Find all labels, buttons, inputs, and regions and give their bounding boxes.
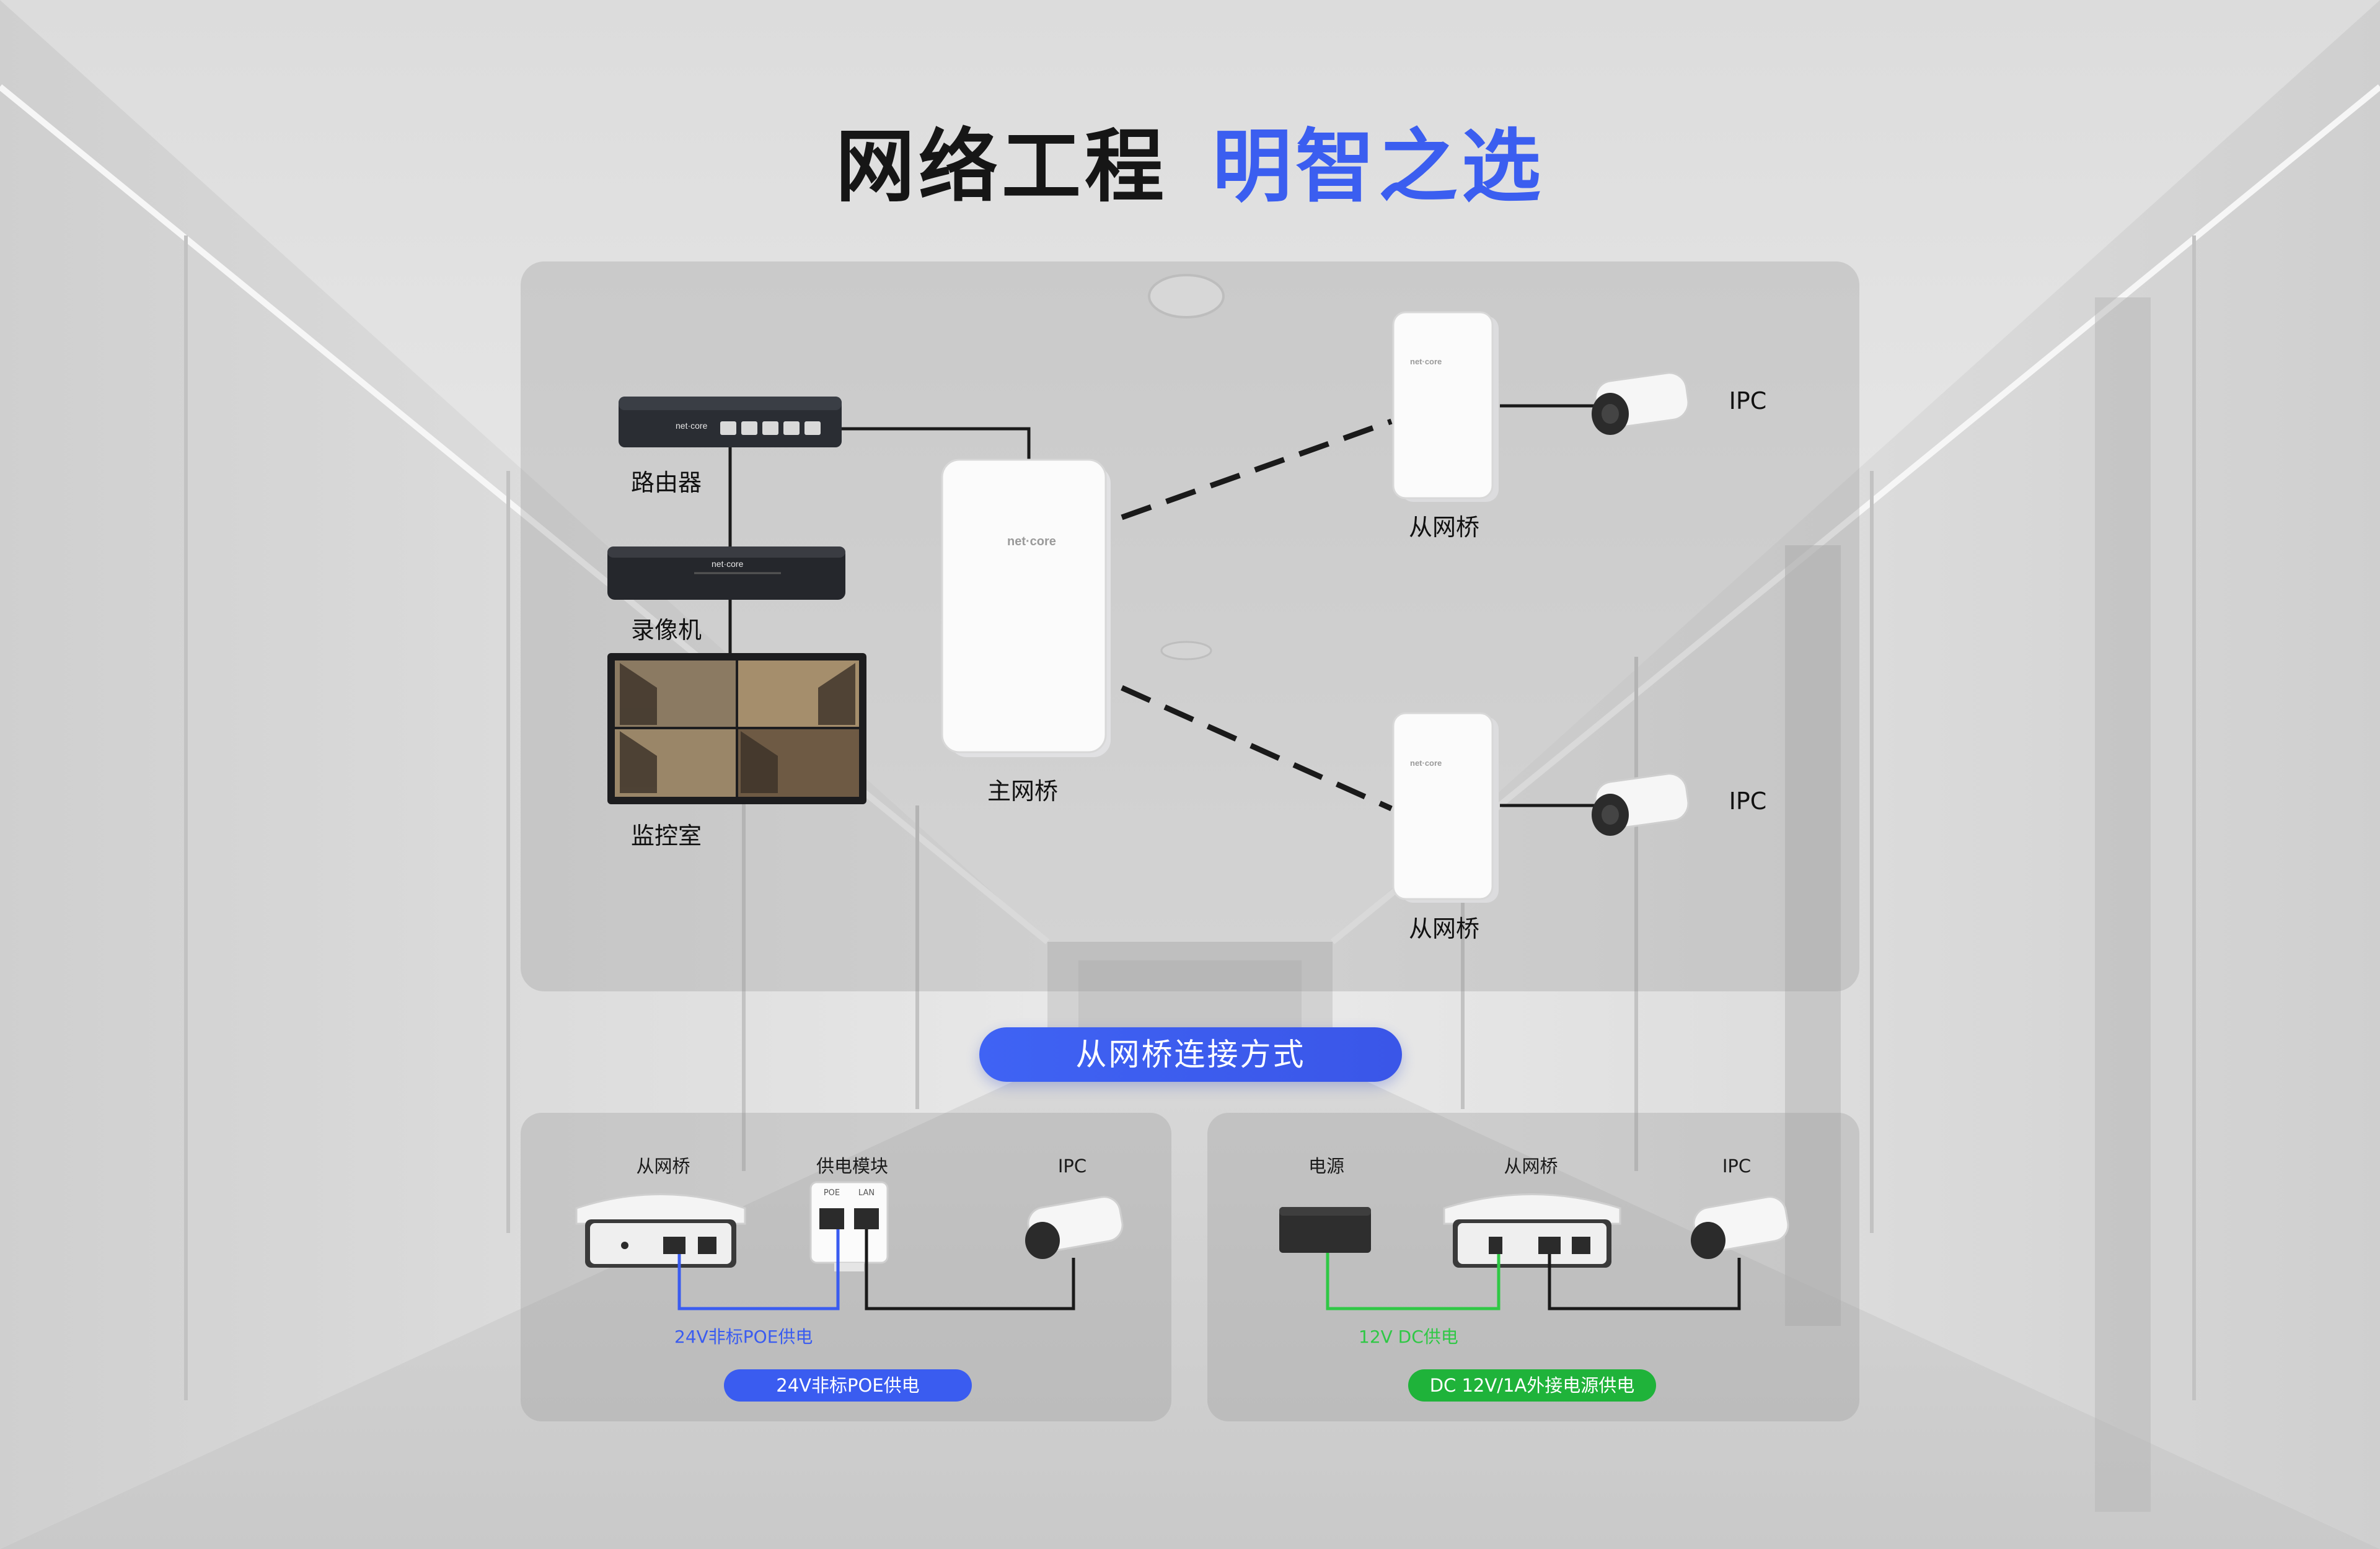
title-part-1: 网络工程	[835, 121, 1168, 213]
slave-bridge-top-label: 从网桥	[1408, 514, 1479, 541]
dc-ipc-device	[1691, 1196, 1789, 1259]
dc-power-device	[1279, 1207, 1371, 1253]
poe-bridge-label: 从网桥	[636, 1156, 690, 1177]
dc-ipc-label: IPC	[1722, 1156, 1752, 1177]
poe-ipc-device	[1025, 1196, 1124, 1259]
dc-power-label: 电源	[1308, 1156, 1344, 1177]
poe-bridge-device	[575, 1193, 746, 1268]
svg-text:net·core: net·core	[1007, 535, 1056, 548]
slave-bridge-bottom-device: net·core	[1392, 712, 1499, 903]
dc-bridge-device	[1443, 1193, 1621, 1268]
router-label: 路由器	[630, 469, 702, 496]
power-module-label: 供电模块	[816, 1156, 888, 1177]
dc-badge: DC 12V/1A外接电源供电	[1408, 1369, 1656, 1402]
ipc-bottom-device	[1592, 773, 1690, 836]
main-bridge-label: 主网桥	[987, 778, 1058, 805]
ipc-top-label: IPC	[1729, 387, 1767, 415]
poe-ipc-label: IPC	[1057, 1156, 1087, 1177]
wireless-links	[1121, 418, 1393, 812]
svg-text:net·core: net·core	[1410, 758, 1442, 768]
svg-text:net·core: net·core	[712, 559, 744, 569]
monitor-label: 监控室	[630, 822, 702, 849]
svg-text:net·core: net·core	[676, 421, 708, 431]
slave-bridge-top-device: net·core	[1392, 311, 1499, 502]
poe-badge: 24V非标POE供电	[724, 1369, 972, 1402]
monitor-device	[607, 653, 866, 804]
recorder-device: net·core	[607, 546, 845, 600]
svg-text:net·core: net·core	[1410, 357, 1442, 366]
main-bridge-device: net·core	[941, 459, 1111, 757]
slave-bridge-bottom-label: 从网桥	[1408, 915, 1479, 942]
port-lan-label: LAN	[858, 1188, 875, 1198]
recorder-label: 录像机	[630, 617, 702, 644]
router-device: net·core	[619, 397, 842, 447]
solid-links	[728, 404, 1596, 807]
ipc-bottom-label: IPC	[1729, 788, 1767, 815]
power-module-device	[809, 1181, 889, 1271]
poe-wire-label: 24V非标POE供电	[674, 1327, 813, 1347]
port-poe-label: POE	[823, 1188, 840, 1198]
dc-bridge-label: 从网桥	[1504, 1156, 1558, 1177]
page-title: 网络工程明智之选	[0, 124, 2380, 211]
connection-method-title: 从网桥连接方式	[979, 1027, 1402, 1082]
dc-wire-label: 12V DC供电	[1359, 1327, 1458, 1347]
title-part-2: 明智之选	[1212, 121, 1545, 213]
ipc-top-device	[1592, 372, 1690, 435]
